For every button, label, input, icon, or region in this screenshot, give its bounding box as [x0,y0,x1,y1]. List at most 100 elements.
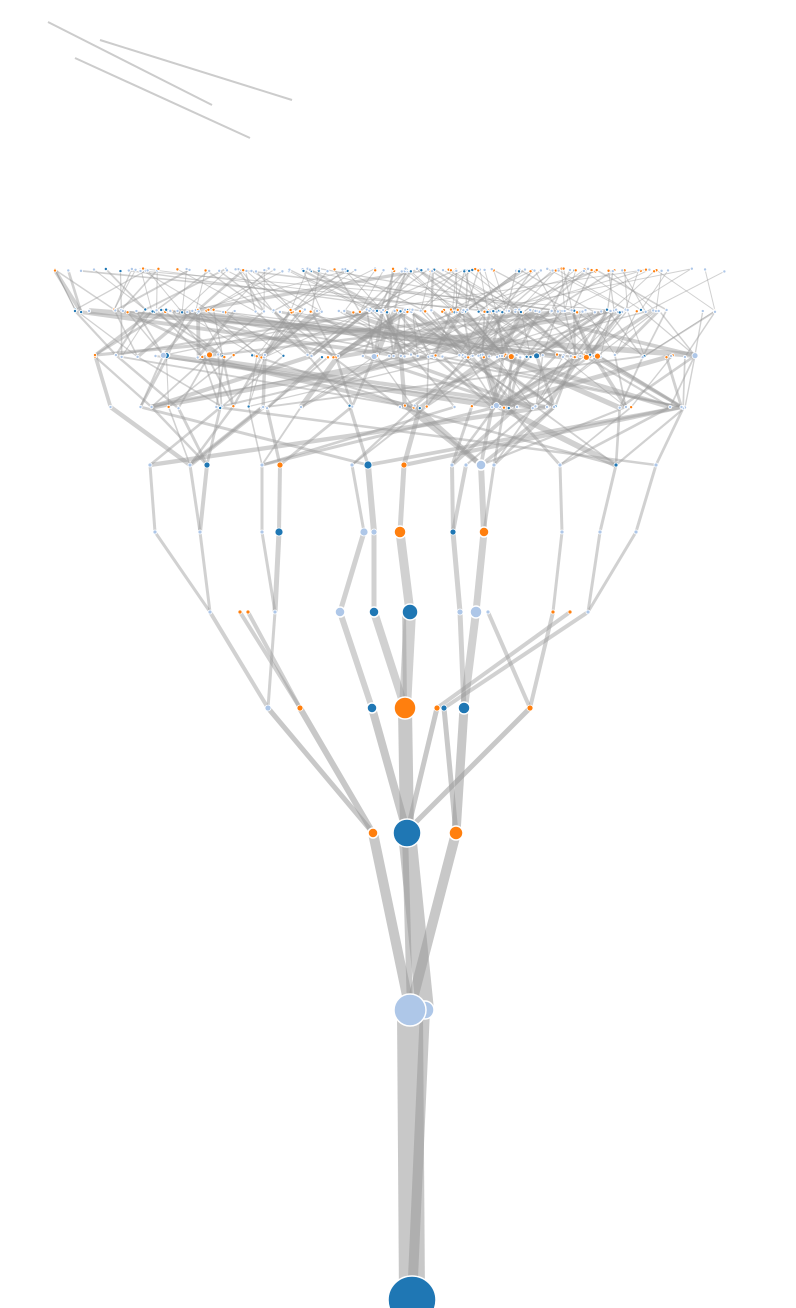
tree-node[interactable] [617,310,622,315]
tree-node[interactable] [426,267,431,272]
tree-node[interactable] [722,269,727,274]
tree-node[interactable] [643,267,648,272]
tree-node[interactable] [440,309,445,314]
tree-node[interactable] [391,353,396,358]
tree-node[interactable] [78,268,83,273]
tree-node[interactable] [259,462,265,468]
tree-node[interactable] [538,268,543,273]
tree-node[interactable] [429,308,434,313]
tree-node[interactable] [713,309,718,314]
tree-node[interactable] [552,404,557,409]
tree-node[interactable] [113,353,118,358]
tree-node[interactable] [156,266,161,271]
tree-node[interactable] [113,308,118,313]
tree-node[interactable] [633,529,639,535]
tree-node[interactable] [387,353,392,358]
tree-node[interactable] [448,307,453,312]
tree-node[interactable] [423,309,428,314]
tree-node[interactable] [336,353,341,358]
tree-node[interactable] [550,609,556,615]
tree-node[interactable] [700,309,705,314]
tree-node[interactable] [262,352,267,357]
tree-node[interactable] [400,461,408,469]
tree-node[interactable] [141,266,146,271]
tree-node[interactable] [196,309,201,314]
tree-node[interactable] [375,308,380,313]
tree-node[interactable] [108,404,113,409]
tree-node[interactable] [518,310,523,315]
tree-node[interactable] [689,266,694,271]
tree-node[interactable] [368,606,380,618]
tree-node[interactable] [418,308,423,313]
tree-node[interactable] [249,268,254,273]
tree-node[interactable] [560,354,565,359]
tree-node[interactable] [585,609,591,615]
tree-node[interactable] [575,310,580,315]
tree-node[interactable] [614,307,619,312]
tree-node[interactable] [214,404,219,409]
tree-node[interactable] [613,462,619,468]
tree-node[interactable] [265,406,270,411]
tree-node[interactable] [578,354,583,359]
tree-node[interactable] [491,309,496,314]
tree-node[interactable] [175,308,180,313]
tree-node[interactable] [187,462,193,468]
tree-node[interactable] [469,404,474,409]
tree-node[interactable] [643,309,648,314]
tree-node[interactable] [506,406,511,411]
tree-node[interactable] [467,268,472,273]
tree-node[interactable] [457,353,462,358]
tree-node[interactable] [207,609,213,615]
tree-node[interactable] [433,353,438,358]
tree-node[interactable] [583,308,588,313]
tree-node[interactable] [403,266,408,271]
tree-node[interactable] [461,308,466,313]
tree-node[interactable] [636,268,641,273]
tree-node[interactable] [402,403,407,408]
tree-node[interactable] [259,529,265,535]
tree-node[interactable] [216,352,221,357]
tree-node[interactable] [430,269,435,274]
tree-node[interactable] [301,268,306,273]
tree-node[interactable] [476,268,481,273]
tree-node[interactable] [463,462,469,468]
tree-node[interactable] [138,404,143,409]
tree-node[interactable] [528,354,533,359]
tree-node[interactable] [476,309,481,314]
tree-node[interactable] [487,354,492,359]
tree-node[interactable] [150,309,155,314]
tree-node[interactable] [385,310,390,315]
tree-node[interactable] [557,462,563,468]
tree-node[interactable] [147,462,153,468]
tree-node[interactable] [272,267,277,272]
tree-node[interactable] [280,269,285,274]
tree-node[interactable] [176,406,181,411]
tree-node[interactable] [367,308,372,313]
tree-node[interactable] [126,268,131,273]
tree-node[interactable] [501,405,506,410]
tree-node[interactable] [561,266,566,271]
tree-node[interactable] [592,310,597,315]
tree-node[interactable] [514,404,519,409]
tree-node[interactable] [334,606,346,618]
tree-node[interactable] [203,461,211,469]
tree-node[interactable] [664,355,669,360]
tree-node[interactable] [448,268,453,273]
tree-node[interactable] [651,308,656,313]
tree-node[interactable] [640,355,645,360]
tree-node[interactable] [288,307,293,312]
tree-node[interactable] [357,309,362,314]
tree-node[interactable] [166,404,171,409]
tree-node[interactable] [544,404,549,409]
tree-node[interactable] [254,269,259,274]
tree-node[interactable] [371,308,376,313]
tree-node[interactable] [262,268,267,273]
tree-node[interactable] [319,355,324,360]
tree-node[interactable] [391,266,396,271]
tree-node[interactable] [203,268,208,273]
tree-node[interactable] [620,268,625,273]
tree-node[interactable] [656,308,661,313]
tree-node[interactable] [582,353,590,361]
tree-node[interactable] [567,268,572,273]
tree-node[interactable] [433,704,441,712]
